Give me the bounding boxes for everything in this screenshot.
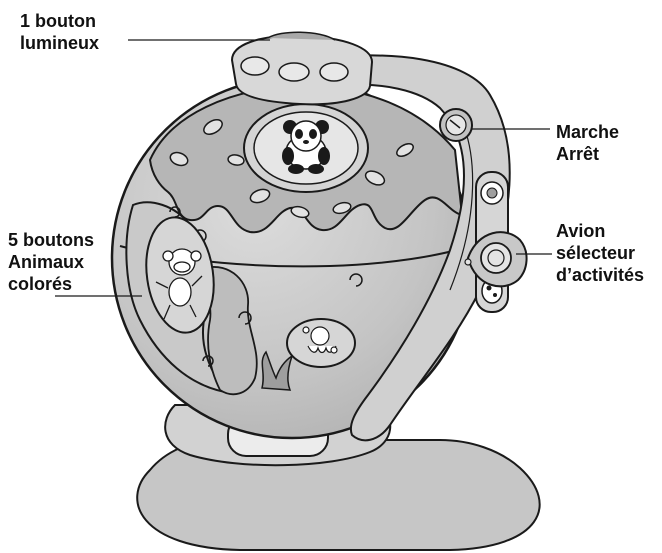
label-light-button: 1 bouton lumineux	[20, 10, 99, 54]
label-power: Marche Arrêt	[556, 121, 619, 165]
small-animal-button[interactable]	[481, 182, 503, 204]
label-animals-line1: 5 boutons	[8, 229, 94, 251]
power-button[interactable]	[440, 109, 472, 141]
panda-button[interactable]	[244, 104, 368, 192]
label-animals-line2: Animaux	[8, 251, 94, 273]
label-light-button-line2: lumineux	[20, 32, 99, 54]
octopus-button[interactable]	[287, 319, 355, 367]
label-power-line2: Arrêt	[556, 143, 619, 165]
label-plane-line2: sélecteur	[556, 242, 644, 264]
label-plane-selector: Avion sélecteur d’activités	[556, 220, 644, 286]
label-animals-line3: colorés	[8, 273, 94, 295]
label-animal-buttons: 5 boutons Animaux colorés	[8, 229, 94, 295]
light-button[interactable]	[232, 32, 372, 104]
label-power-line1: Marche	[556, 121, 619, 143]
label-plane-line1: Avion	[556, 220, 644, 242]
label-plane-line3: d’activités	[556, 264, 644, 286]
label-light-button-line1: 1 bouton	[20, 10, 99, 32]
